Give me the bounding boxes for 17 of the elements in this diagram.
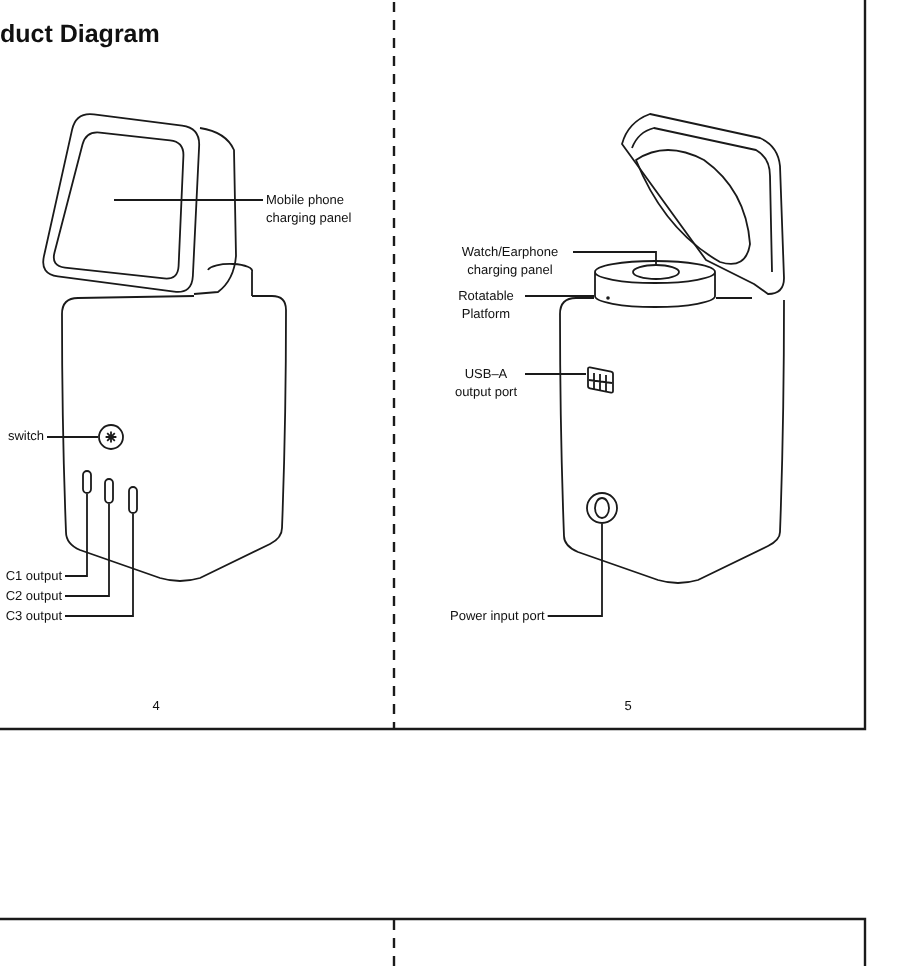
charging-pad: [50, 130, 186, 282]
leader-line: [46, 436, 99, 438]
leader-line: [64, 513, 134, 617]
charging-pad: [632, 264, 680, 280]
usb-port: [586, 366, 614, 394]
port-slot: [82, 470, 92, 494]
leader-line: [64, 493, 88, 577]
port-slot: [104, 478, 114, 504]
leader-line: [64, 503, 110, 597]
leader-line: [572, 251, 657, 265]
port-slot: [128, 486, 138, 514]
heading: duct Diagram: [0, 20, 160, 50]
power-port: [586, 492, 618, 524]
leader-line: [524, 373, 587, 375]
switch-button: [98, 424, 124, 450]
leader-line: [524, 295, 595, 297]
leader-line: [546, 523, 603, 617]
